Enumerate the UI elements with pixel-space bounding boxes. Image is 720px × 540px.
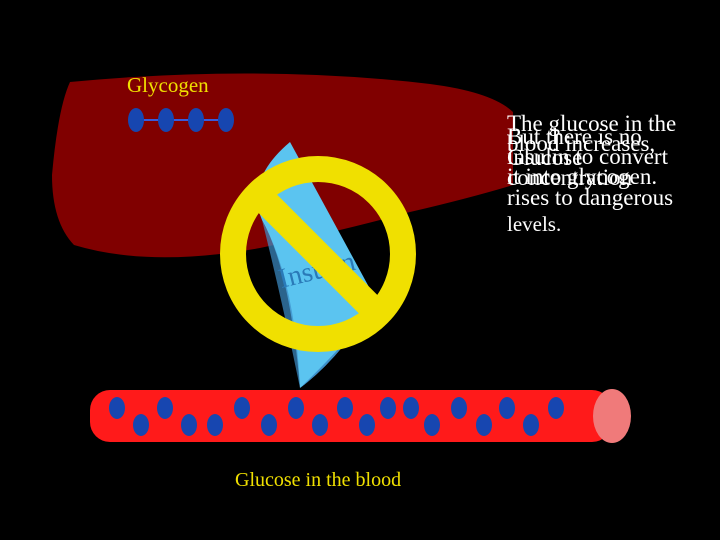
- glucose-molecule-icon: [359, 414, 375, 436]
- glucose-molecule-icon: [207, 414, 223, 436]
- glucose-molecule-icon: [451, 397, 467, 419]
- blood-label: Glucose in the blood: [235, 469, 402, 491]
- explanation-text-1: The glucose in the blood increases,: [507, 111, 677, 156]
- text-line: rises to dangerous: [507, 185, 674, 210]
- glucose-molecule-icon: [261, 414, 277, 436]
- glycogen-molecule: [128, 108, 144, 132]
- text-line: levels.: [507, 212, 562, 236]
- glucose-molecule-icon: [424, 414, 440, 436]
- explanation-text-2: But there is no insulin to convert it in…: [507, 124, 668, 189]
- text-line: The glucose in the: [507, 111, 677, 136]
- glucose-molecule-icon: [234, 397, 250, 419]
- glycogen-molecule: [158, 108, 174, 132]
- glycogen-chain: [128, 108, 234, 132]
- glycogen-molecule: [188, 108, 204, 132]
- blood-vessel: [90, 389, 631, 443]
- text-line: it into glycogen.: [507, 164, 658, 189]
- text-line: Glucose: [507, 145, 583, 170]
- glucose-molecule-icon: [499, 397, 515, 419]
- glucose-molecule-icon: [109, 397, 125, 419]
- glucose-molecule-icon: [133, 414, 149, 436]
- text-line: insulin to convert: [507, 144, 668, 169]
- blood-glucose: [109, 397, 564, 436]
- glucose-molecule-icon: [337, 397, 353, 419]
- glucose-molecule-icon: [476, 414, 492, 436]
- glucose-molecule-icon: [523, 414, 539, 436]
- glycogen-label: Glycogen: [127, 73, 209, 97]
- glucose-molecule-icon: [380, 397, 396, 419]
- glucose-molecule-icon: [312, 414, 328, 436]
- glucose-molecule-icon: [288, 397, 304, 419]
- glucose-molecule-icon: [403, 397, 419, 419]
- glucose-molecule-icon: [157, 397, 173, 419]
- text-line: concentration: [507, 165, 633, 190]
- glucose-molecule-icon: [181, 414, 197, 436]
- glucose-molecule-icon: [548, 397, 564, 419]
- explanation-text-3: Glucose concentration rises to dangerous…: [507, 145, 674, 236]
- text-line: blood increases,: [507, 131, 656, 156]
- glycogen-molecule: [218, 108, 234, 132]
- text-line: But there is no: [507, 124, 642, 149]
- prohibition-icon: [220, 156, 416, 352]
